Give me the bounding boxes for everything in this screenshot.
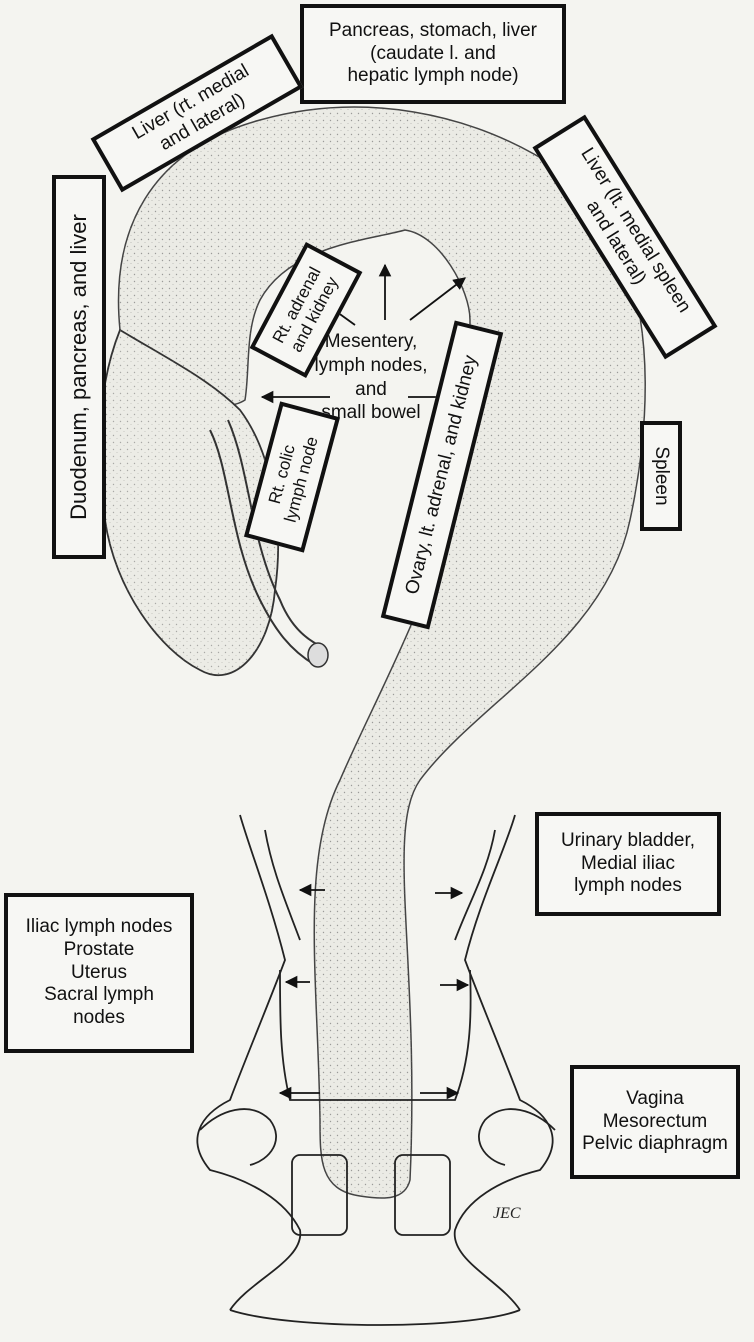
label-line: and bbox=[308, 378, 434, 402]
label-spleen: Spleen bbox=[640, 421, 682, 531]
artist-initials: JEC bbox=[493, 1205, 521, 1222]
label-line: Prostate bbox=[64, 939, 135, 962]
label-line: Uterus bbox=[71, 962, 127, 985]
label-line: lymph nodes bbox=[574, 875, 682, 898]
label-line: Duodenum, pancreas, and liver bbox=[66, 214, 92, 520]
label-pancreas-stomach-liver: Pancreas, stomach, liver (caudate l. and… bbox=[300, 4, 566, 104]
label-line: Medial iliac bbox=[581, 853, 675, 876]
label-mesentery: Mesentery, lymph nodes, and small bowel bbox=[308, 330, 434, 425]
label-line: lymph nodes, bbox=[308, 354, 434, 378]
label-line: Iliac lymph nodes bbox=[26, 916, 173, 939]
label-line: Urinary bladder, bbox=[561, 830, 695, 853]
label-line: Sacral lymph bbox=[44, 984, 154, 1007]
ileum-end bbox=[308, 643, 328, 667]
label-urinary-bladder: Urinary bladder, Medial iliac lymph node… bbox=[535, 812, 721, 916]
label-line: hepatic lymph node) bbox=[347, 65, 518, 88]
label-line: nodes bbox=[73, 1007, 125, 1030]
label-line: Pancreas, stomach, liver bbox=[329, 20, 537, 43]
label-line: Spleen bbox=[650, 446, 673, 505]
label-line: (caudate l. and bbox=[370, 43, 496, 66]
label-line: Pelvic diaphragm bbox=[582, 1133, 728, 1156]
label-line: Mesorectum bbox=[603, 1111, 708, 1134]
label-line: Mesentery, bbox=[308, 330, 434, 354]
label-iliac: Iliac lymph nodes Prostate Uterus Sacral… bbox=[4, 893, 194, 1053]
label-duodenum: Duodenum, pancreas, and liver bbox=[52, 175, 106, 559]
label-line: Vagina bbox=[626, 1088, 684, 1111]
label-vagina: Vagina Mesorectum Pelvic diaphragm bbox=[570, 1065, 740, 1179]
